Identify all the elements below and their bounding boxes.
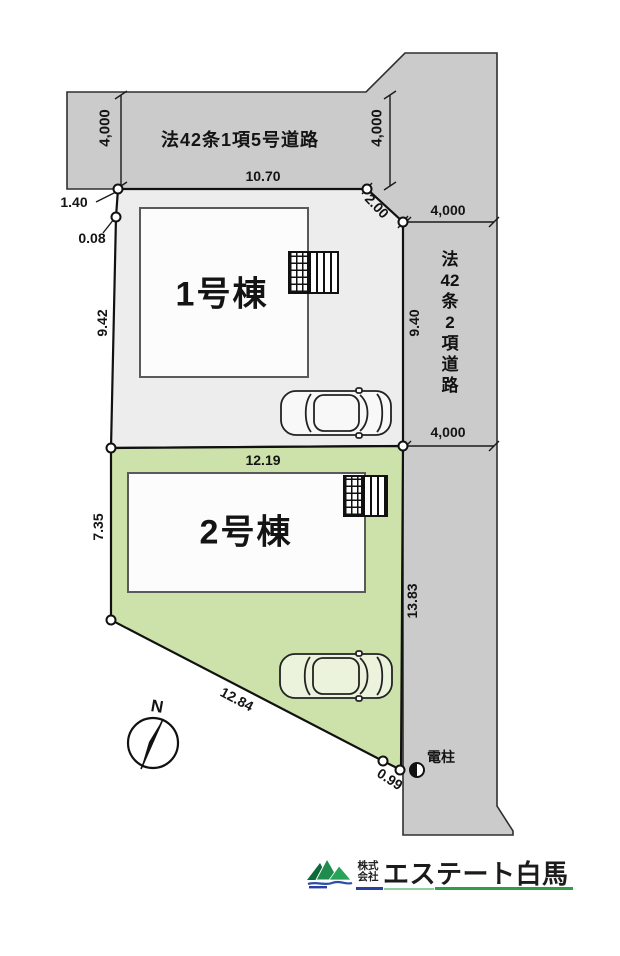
car-2 (279, 650, 393, 702)
dim-lot2-right: 13.83 (404, 583, 420, 619)
dim-road-width-left: 4,000 (96, 109, 114, 147)
building-2-outline (127, 472, 366, 593)
company-logo: 株式会社 エステート白馬 (303, 853, 593, 899)
boundary-nodes (105, 183, 409, 776)
logo-mountain-icon (307, 857, 353, 889)
hatch-stripes-1 (307, 251, 339, 294)
logo-company-name: エステート白馬 (383, 859, 569, 889)
building-2-label: 2号棟 (199, 513, 293, 552)
logo-company-prefix: 株式会社 (357, 860, 379, 883)
dim-offset-008: 0.08 (78, 230, 106, 246)
hatch-stripes-2 (361, 475, 388, 517)
building-1-outline (139, 207, 309, 378)
road-right-label: 法 42 条 2 項 道 路 (440, 250, 460, 395)
road-top-label: 法42条1項5号道路 (160, 130, 320, 150)
dim-road-width-right: 4,000 (368, 109, 386, 147)
logo-underline-lightgreen (384, 887, 434, 890)
dim-lot1-left: 9.42 (94, 309, 110, 337)
hatch-grid-2 (343, 475, 363, 517)
dim-frontage-top: 10.70 (245, 168, 281, 184)
building-1-label: 1号棟 (175, 275, 269, 314)
dim-offset-140: 1.40 (60, 194, 88, 210)
dim-lot2-left: 7.35 (90, 513, 106, 541)
dim-lot1-right: 9.40 (406, 309, 422, 337)
dim-lot2-top: 12.19 (245, 452, 281, 468)
logo-underline-green (435, 887, 573, 890)
utility-pole-label: 電柱 (427, 749, 455, 765)
car-1 (280, 387, 392, 439)
dim-right-road-width-top: 4,000 (430, 202, 466, 218)
hatch-grid-1 (288, 251, 309, 294)
dim-right-road-width-bottom: 4,000 (430, 424, 466, 440)
north-compass-icon (126, 716, 180, 770)
utility-pole-icon (409, 762, 425, 778)
logo-underline-blue (356, 887, 383, 890)
